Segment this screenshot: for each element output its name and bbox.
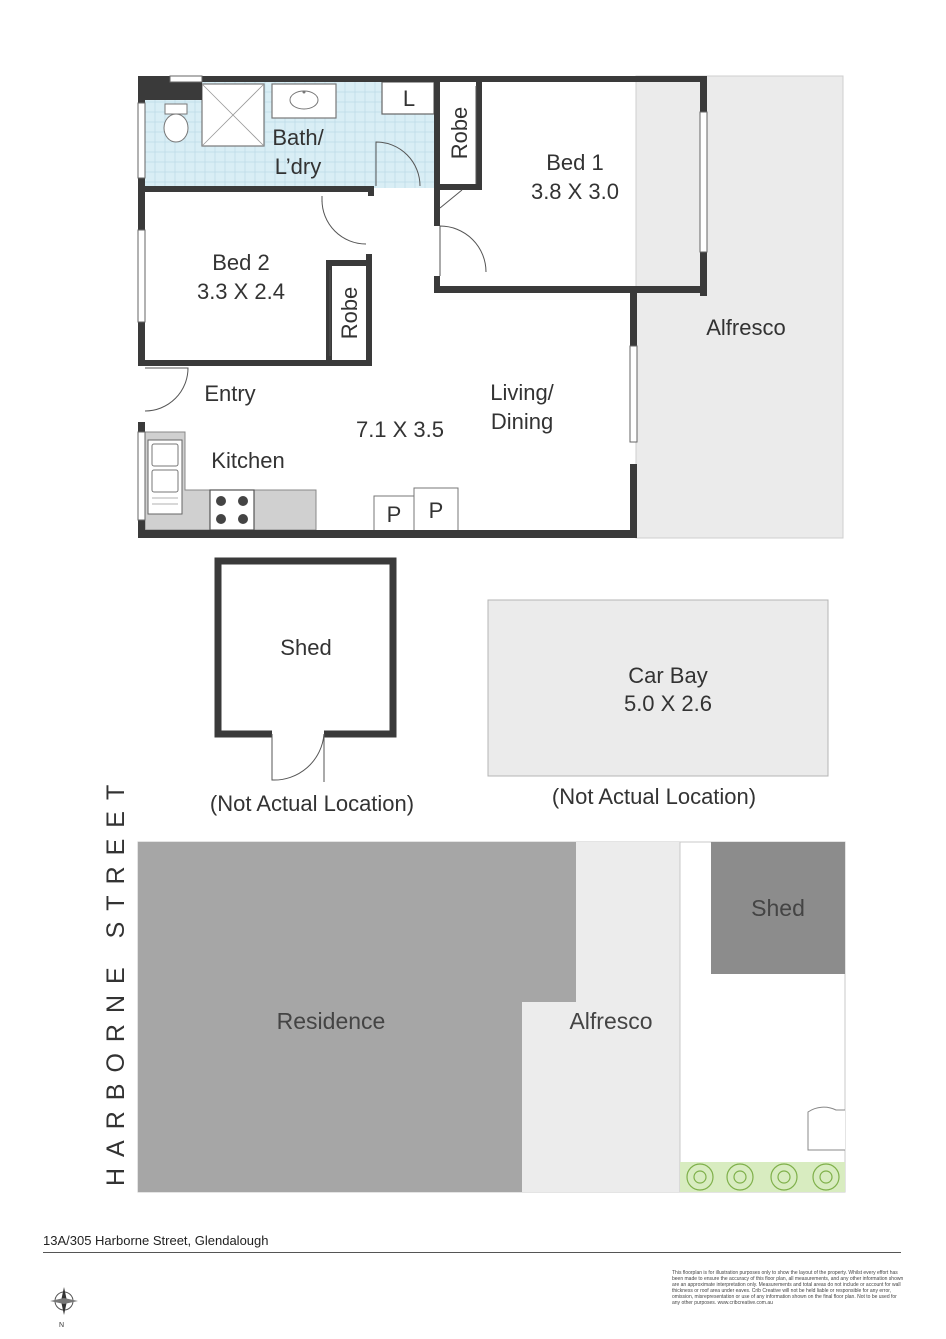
street-name: HARBORNE STREET (102, 774, 130, 1186)
living-label-line2: Dining (491, 409, 553, 434)
shed-label: Shed (280, 635, 331, 660)
site-shed-label: Shed (751, 895, 805, 921)
pantry-label-1: P (387, 502, 402, 527)
bed1-name: Bed 1 (546, 150, 604, 175)
door-swings (144, 86, 487, 412)
car-bay-size: 5.0 X 2.6 (624, 691, 712, 716)
laundry-label: L (403, 86, 415, 111)
toilet-icon (163, 103, 189, 143)
alfresco-label: Alfresco (706, 315, 785, 340)
bed2-size: 3.3 X 2.4 (197, 279, 285, 304)
compass-icon: N (50, 1287, 78, 1329)
kitchen-bench (144, 431, 317, 531)
property-address: 13A/305 Harborne Street, Glendalough (43, 1233, 269, 1248)
shed-location-note: (Not Actual Location) (210, 791, 414, 816)
windows (137, 75, 708, 521)
bed2-robe-label: Robe (337, 287, 362, 340)
living-label-line1: Living/ (490, 380, 554, 405)
car-bay-label: Car Bay (628, 663, 707, 688)
bed1-robe-label: Robe (447, 107, 472, 160)
car-bay-area (487, 599, 829, 777)
bed1-size: 3.8 X 3.0 (531, 179, 619, 204)
pantry-box-2 (413, 487, 459, 533)
alfresco-area (635, 75, 844, 539)
site-plan (137, 841, 846, 1193)
kitchen-label: Kitchen (211, 448, 284, 473)
bath-label-line1: Bath/ (272, 125, 324, 150)
compass-north-letter: N (59, 1322, 64, 1329)
pantry-label-2: P (429, 498, 444, 523)
pantry-box-1 (373, 495, 415, 533)
bed2-name: Bed 2 (212, 250, 270, 275)
basin-icon (271, 83, 337, 119)
shower-icon (201, 83, 265, 147)
bath-label-line2: L’dry (275, 154, 321, 179)
car-bay-location-note: (Not Actual Location) (552, 784, 756, 809)
living-size: 7.1 X 3.5 (356, 417, 444, 442)
site-residence-label: Residence (277, 1008, 386, 1034)
site-alfresco-label: Alfresco (569, 1008, 652, 1034)
entry-label: Entry (204, 381, 255, 406)
shed-plan (214, 557, 397, 782)
disclaimer-text: This floorplan is for illustration purpo… (672, 1270, 904, 1306)
footer-divider (43, 1252, 901, 1253)
